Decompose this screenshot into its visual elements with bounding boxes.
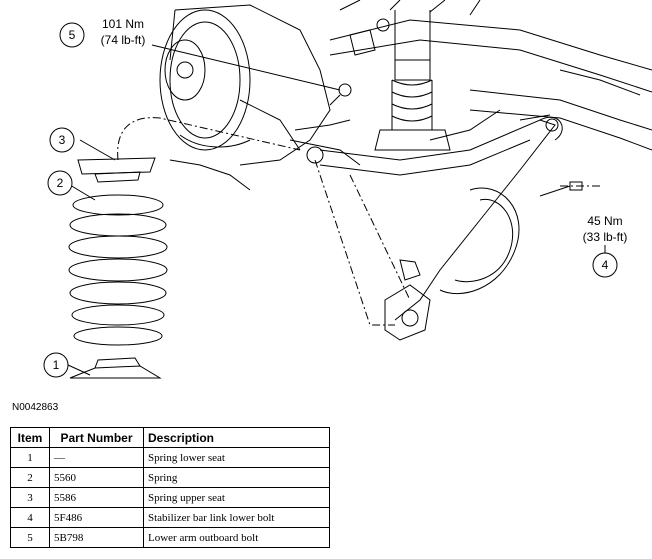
cell-item: 5 bbox=[10, 527, 50, 548]
callout-2: 2 bbox=[47, 170, 73, 196]
cell-description: Spring upper seat bbox=[143, 487, 330, 508]
header-part-number: Part Number bbox=[49, 427, 144, 448]
spring-lower-seat bbox=[69, 357, 162, 379]
stabilizer-bolt bbox=[539, 181, 583, 197]
callout-5: 5 bbox=[59, 22, 85, 48]
cell-part-number: 5586 bbox=[49, 487, 144, 508]
cell-description: Lower arm outboard bolt bbox=[143, 527, 330, 548]
linkage bbox=[289, 109, 559, 166]
cell-item: 4 bbox=[10, 507, 50, 528]
cell-item: 1 bbox=[10, 447, 50, 468]
lower-arm bbox=[319, 117, 563, 341]
suspension-diagram: 5 3 2 1 4 101 Nm (74 lb-ft) 45 Nm (33 lb… bbox=[43, 0, 652, 379]
table-header-row: Item Part Number Description bbox=[10, 427, 330, 448]
figure-id: N0042863 bbox=[12, 402, 59, 413]
cell-description: Spring lower seat bbox=[143, 447, 330, 468]
torque-right-lbft: (33 lb-ft) bbox=[583, 230, 628, 244]
shock-absorber bbox=[349, 10, 451, 151]
table-row: 2 5560 Spring bbox=[10, 467, 330, 488]
cell-part-number: 5B798 bbox=[49, 527, 144, 548]
header-item: Item bbox=[10, 427, 50, 448]
leader-lines bbox=[67, 44, 606, 376]
lower-arm-outboard-bolt bbox=[329, 83, 352, 106]
svg-text:1: 1 bbox=[53, 358, 60, 372]
coil-spring bbox=[68, 194, 168, 346]
svg-text:3: 3 bbox=[59, 133, 66, 147]
cell-part-number: 5560 bbox=[49, 467, 144, 488]
cell-part-number: — bbox=[49, 447, 144, 468]
callout-1: 1 bbox=[43, 352, 69, 378]
spring-upper-seat bbox=[77, 157, 156, 183]
header-description: Description bbox=[143, 427, 330, 448]
knuckle-hub bbox=[159, 4, 331, 191]
cell-description: Stabilizer bar link lower bolt bbox=[143, 507, 330, 528]
cell-part-number: 5F486 bbox=[49, 507, 144, 528]
table-row: 4 5F486 Stabilizer bar link lower bolt bbox=[10, 507, 330, 528]
subframe bbox=[329, 0, 652, 151]
svg-text:2: 2 bbox=[57, 176, 64, 190]
cell-description: Spring bbox=[143, 467, 330, 488]
svg-text:4: 4 bbox=[602, 258, 609, 272]
torque-upper-nm: 101 Nm bbox=[102, 17, 144, 31]
callout-3: 3 bbox=[49, 127, 75, 153]
cell-item: 3 bbox=[10, 487, 50, 508]
table-row: 5 5B798 Lower arm outboard bolt bbox=[10, 527, 330, 548]
svg-text:5: 5 bbox=[69, 28, 76, 42]
cell-item: 2 bbox=[10, 467, 50, 488]
torque-upper-lbft: (74 lb-ft) bbox=[101, 33, 146, 47]
parts-table: Item Part Number Description 1 — Spring … bbox=[10, 427, 330, 548]
install-lines bbox=[117, 117, 600, 326]
torque-right-nm: 45 Nm bbox=[587, 214, 622, 228]
table-row: 1 — Spring lower seat bbox=[10, 447, 330, 468]
callout-4: 4 bbox=[592, 252, 618, 278]
table-row: 3 5586 Spring upper seat bbox=[10, 487, 330, 508]
